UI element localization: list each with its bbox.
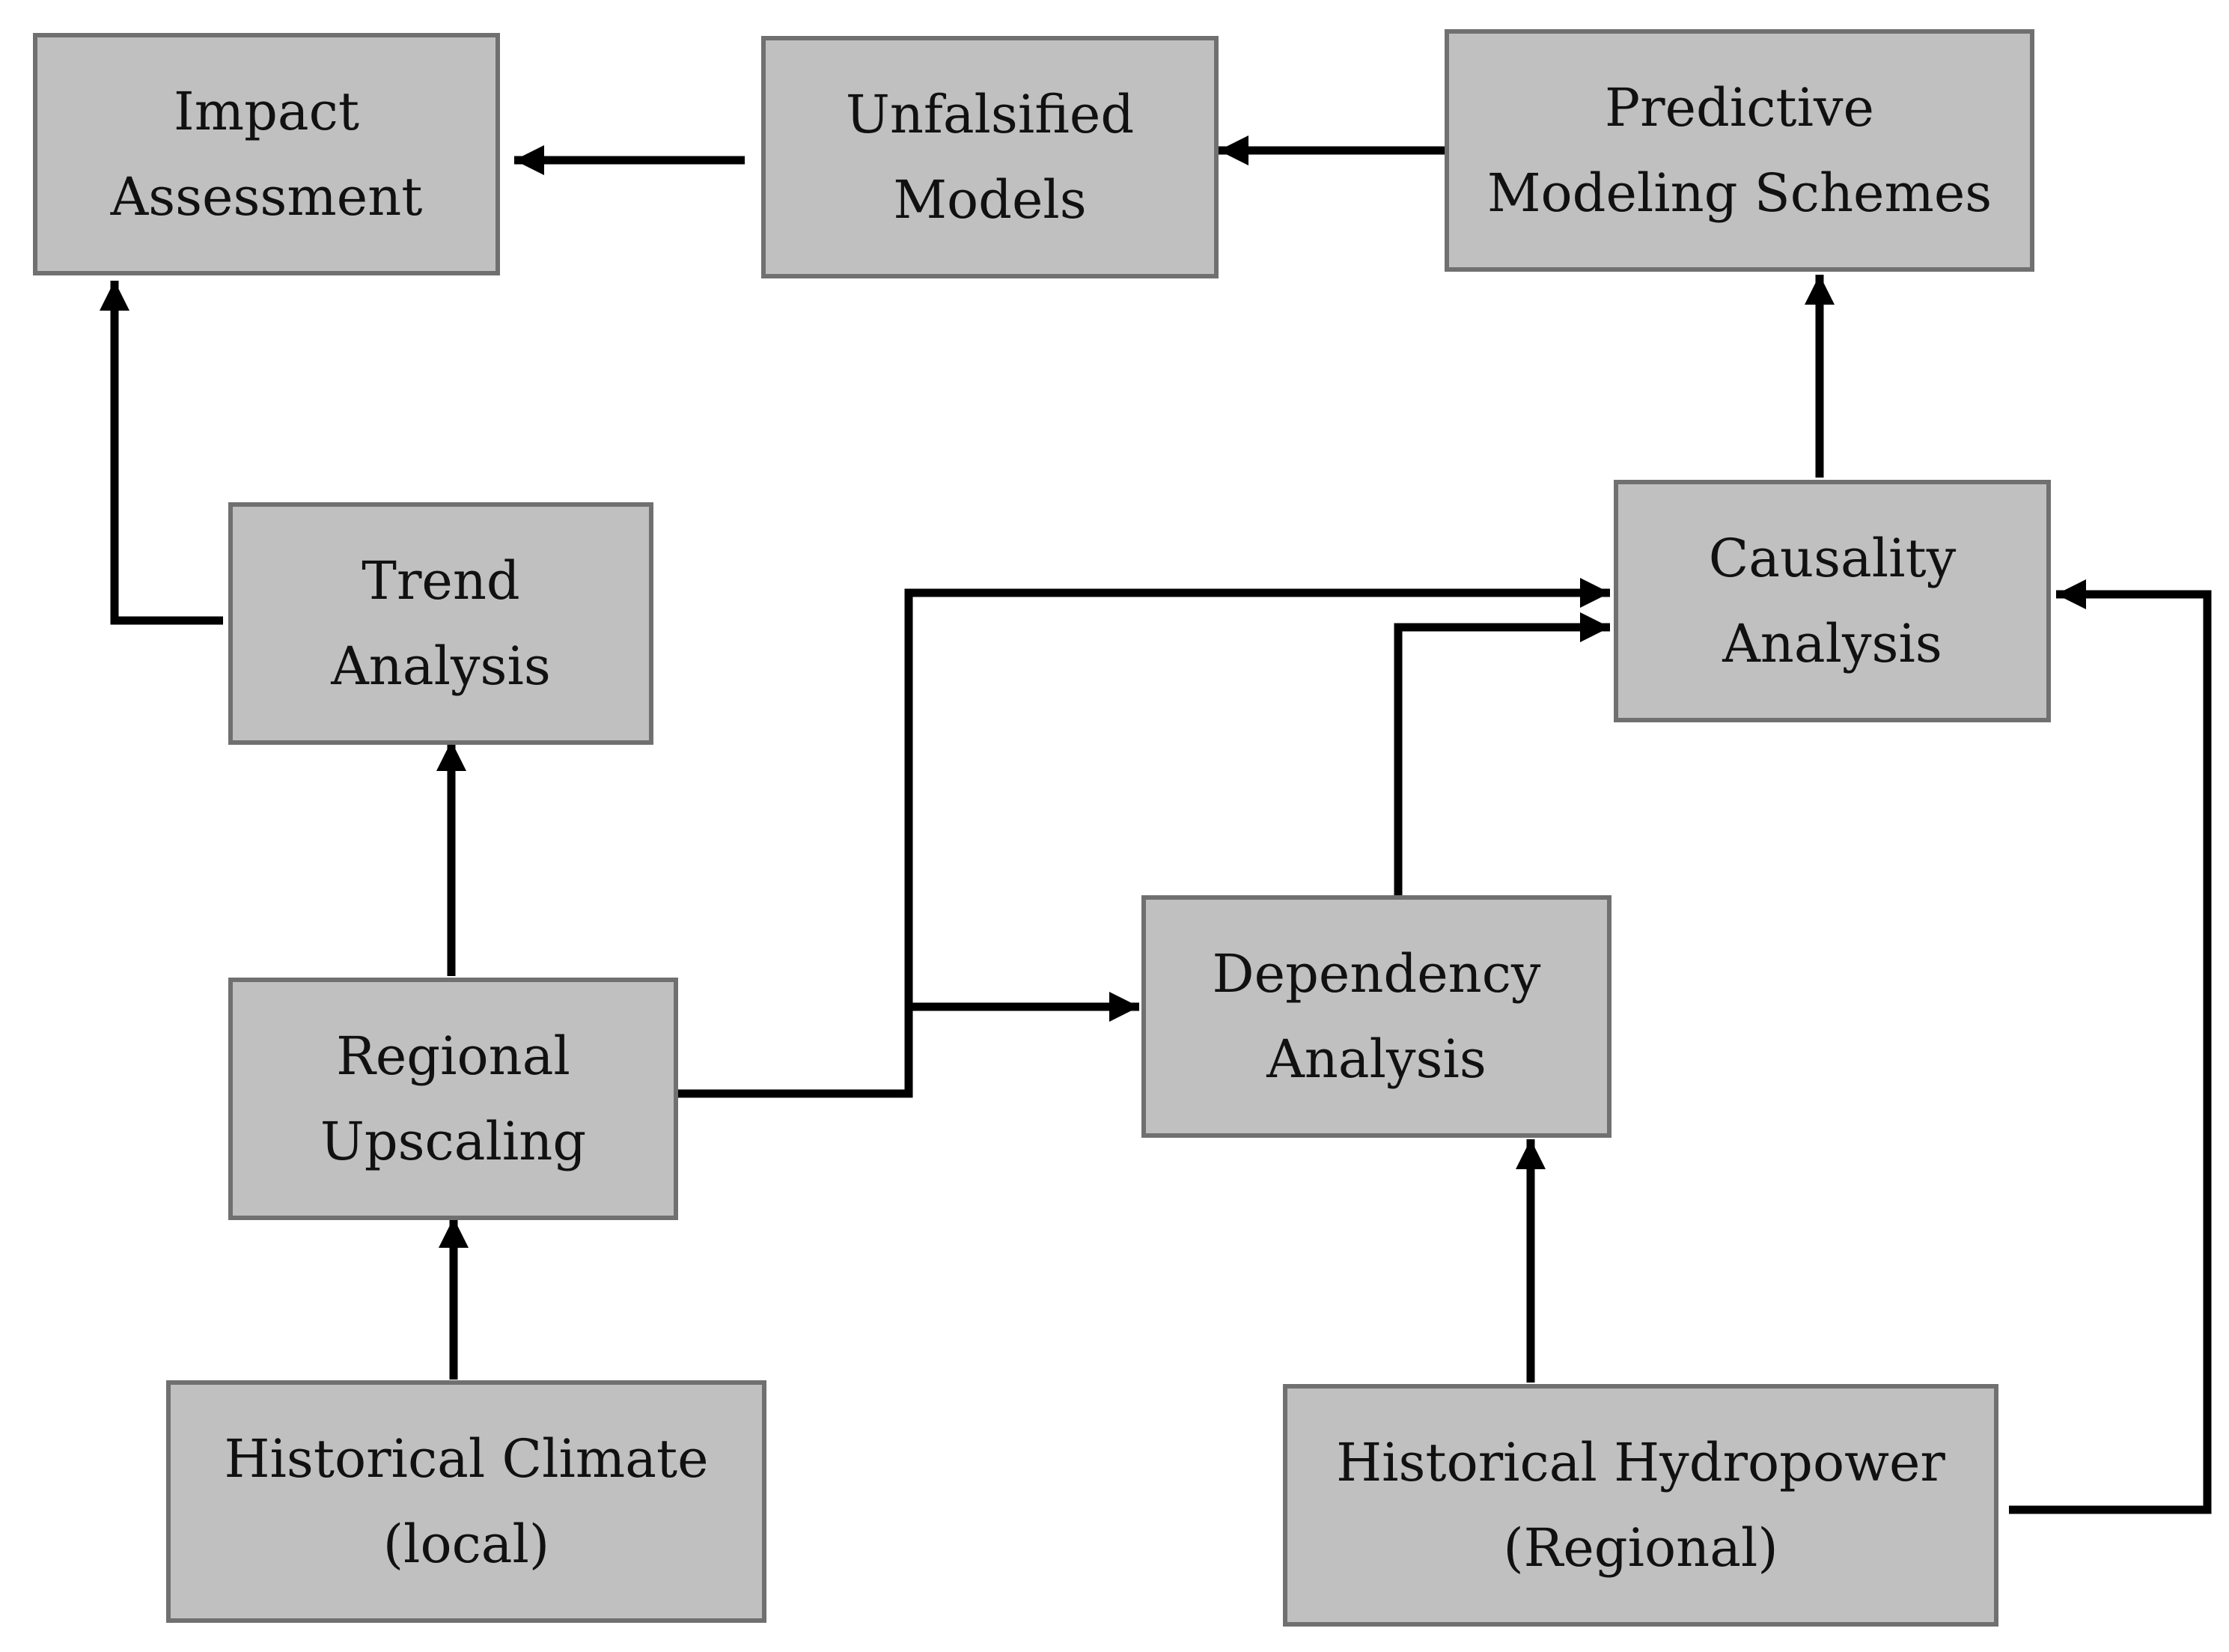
node-label-impact-line2: Assessment: [110, 166, 423, 228]
node-box-unfalsified: [761, 36, 1219, 278]
arrow-dependency-to-causality: [1394, 612, 1610, 897]
node-label-hydropower-line2: (Regional): [1503, 1517, 1778, 1579]
node-label-predictive-line1: Predictive: [1605, 77, 1874, 138]
node-label-predictive-line2: Modeling Schemes: [1487, 162, 1992, 224]
node-box-predictive: [1445, 29, 2034, 272]
node-label-dependency-line2: Analysis: [1266, 1028, 1486, 1090]
node-label-climate-line2: (local): [383, 1514, 549, 1575]
node-hydropower: Historical Hydropower (Regional): [1283, 1384, 1998, 1627]
node-label-dependency-line1: Dependency: [1213, 943, 1541, 1005]
node-label-unfalsified-line1: Unfalsified: [846, 84, 1134, 145]
node-label-climate-line1: Historical Climate: [224, 1428, 708, 1490]
node-label-hydropower-line1: Historical Hydropower: [1336, 1432, 1945, 1493]
node-box-hydropower: [1283, 1384, 1998, 1627]
node-label-impact-line1: Impact: [174, 81, 359, 142]
node-label-regional-line1: Regional: [336, 1025, 570, 1087]
arrow-hydropower-to-causality: [2009, 579, 2212, 1514]
arrow-regional-to-causality: [677, 578, 1610, 1098]
node-label-trend-line2: Analysis: [330, 635, 551, 697]
node-label-unfalsified-line2: Models: [893, 169, 1086, 231]
node-box-causality: [1614, 480, 2051, 722]
arrow-trend-to-impact: [100, 281, 223, 625]
node-box-impact: [33, 33, 500, 275]
node-label-regional-line2: Upscaling: [320, 1111, 586, 1172]
node-box-dependency: [1141, 895, 1611, 1138]
node-label-trend-line1: Trend: [362, 550, 519, 612]
node-box-regional: [228, 978, 678, 1220]
node-climate: Historical Climate (local): [166, 1380, 766, 1623]
node-box-trend: [228, 502, 653, 745]
node-box-climate: [166, 1380, 766, 1623]
node-label-causality-line1: Causality: [1709, 528, 1957, 589]
node-label-causality-line2: Analysis: [1722, 613, 1942, 674]
